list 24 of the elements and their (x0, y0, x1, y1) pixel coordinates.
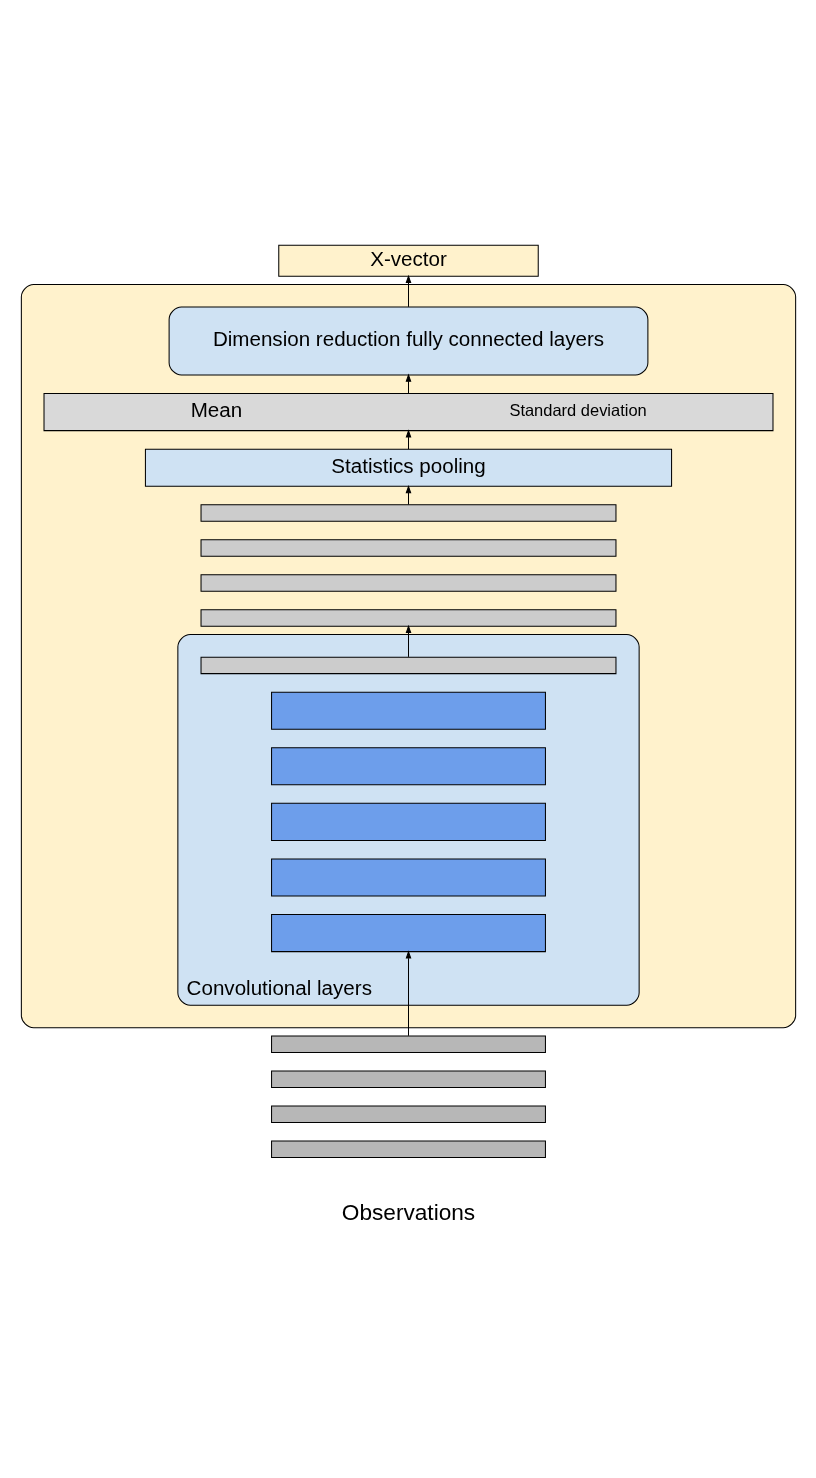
node-bar (270, 1105, 546, 1124)
arrow (405, 485, 411, 505)
arrow (405, 429, 411, 450)
node-bar (270, 747, 546, 786)
arrow (405, 624, 411, 658)
node-box: Statistics pooling (144, 448, 672, 487)
node-box: X-vector (277, 244, 539, 277)
node-bar (200, 539, 616, 557)
label: Observations (341, 1198, 475, 1225)
node-bar (200, 574, 616, 592)
node-bar (200, 504, 616, 522)
node-bar (270, 1070, 546, 1089)
node-bar (270, 1035, 546, 1054)
arrow (405, 373, 411, 394)
node-bar (270, 914, 546, 953)
node-bar (270, 691, 546, 730)
arrow (405, 950, 411, 1037)
node-bar (200, 609, 616, 627)
node-box: Dimension reduction fully connected layers (168, 306, 648, 376)
arrow (405, 274, 411, 308)
node-bar (270, 858, 546, 897)
node-bar (200, 656, 616, 675)
node-bar (270, 1140, 546, 1159)
node-bar (270, 802, 546, 841)
